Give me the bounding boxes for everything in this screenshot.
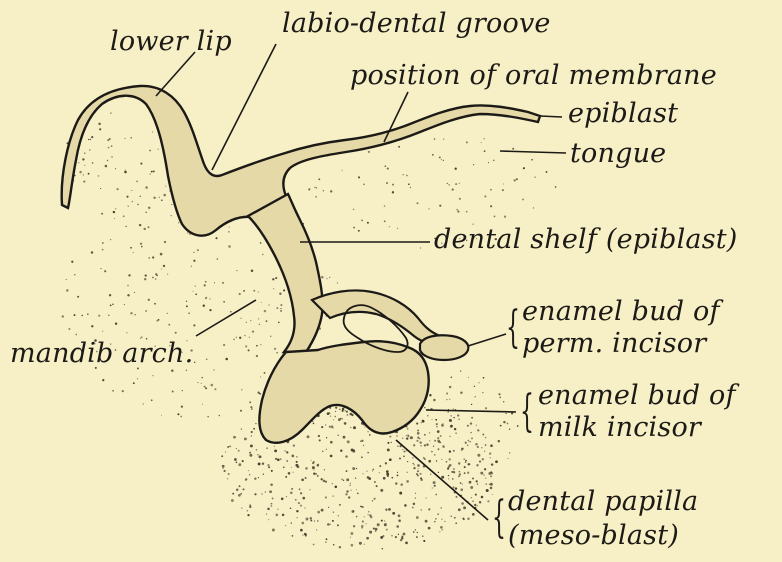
label-lower-lip: lower lip [110, 28, 232, 55]
label-perm-bud-line2: perm. incisor [522, 330, 706, 357]
dental-shelf [248, 194, 323, 352]
enamel-bud-milk-incisor [259, 341, 428, 443]
label-perm-bud-line1: enamel bud of [522, 298, 720, 325]
brace-dental-papilla: { [492, 496, 506, 540]
pointer-mandib-arch [196, 300, 256, 336]
label-papilla-line2: (meso-blast) [508, 522, 679, 549]
brace-perm-incisor: { [506, 306, 520, 350]
enamel-bud-perm-incisor [420, 335, 468, 360]
label-labio-dental-groove: labio-dental groove [282, 10, 551, 37]
pointer-tongue [500, 151, 566, 153]
pointer-dental-papilla [396, 440, 488, 520]
pointer-labio-dental-groove [212, 44, 276, 170]
label-oral-membrane: position of oral membrane [350, 62, 717, 89]
brace-milk-incisor: { [520, 390, 534, 434]
pointer-lower-lip [156, 52, 195, 96]
perm-incisor-branch [312, 290, 446, 344]
label-dental-shelf: dental shelf (epiblast) [434, 226, 738, 253]
pointer-epiblast [540, 116, 562, 117]
pointer-perm-incisor [468, 334, 506, 346]
label-milk-bud-line1: enamel bud of [538, 382, 736, 409]
pointer-milk-incisor [426, 410, 516, 412]
label-milk-bud-line2: milk incisor [538, 414, 701, 441]
label-papilla-line1: dental papilla [508, 488, 698, 515]
epiblast-lower-lip [62, 86, 540, 236]
label-epiblast: epiblast [568, 100, 678, 127]
label-mandib-arch: mandib arch. [10, 340, 193, 367]
label-tongue: tongue [570, 140, 666, 167]
